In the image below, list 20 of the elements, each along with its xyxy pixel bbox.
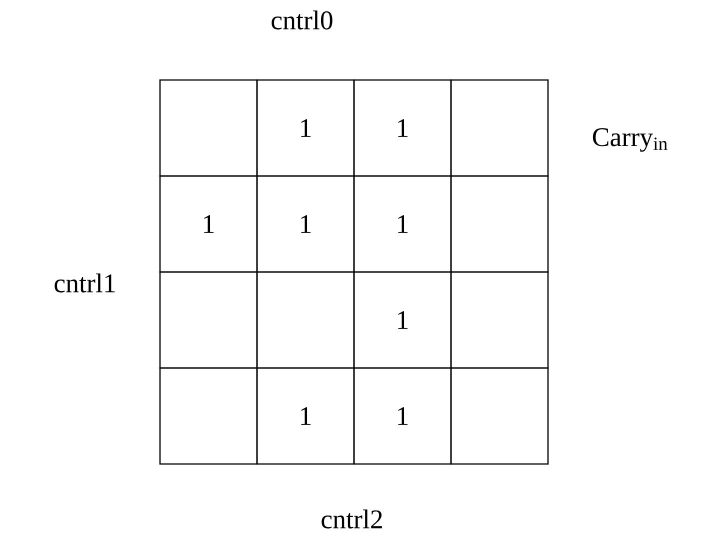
grid-cell: [450, 175, 549, 273]
grid-cell: 1: [256, 79, 355, 177]
axis-label: cntrl2: [322, 510, 382, 528]
axis-label: cntrl1: [54, 274, 115, 292]
grid-cell: 1: [353, 79, 452, 177]
grid-cell: 1: [353, 271, 452, 369]
grid-cell: 1: [353, 367, 452, 465]
grid-cell: [450, 79, 549, 177]
grid-cell: [450, 367, 549, 465]
grid-cell: 1: [159, 175, 258, 273]
grid-cell: 1: [256, 175, 355, 273]
grid-cell: [159, 367, 258, 465]
grid-cell: [159, 271, 258, 369]
grid-cell: [450, 271, 549, 369]
grid-cell: 1: [256, 367, 355, 465]
axis-label: cntrl0: [272, 10, 332, 30]
grid-cell: [159, 79, 258, 177]
axis-label: Carry$_{in}$: [592, 128, 668, 152]
grid-cell: 1: [353, 175, 452, 273]
grid-cell: [256, 271, 355, 369]
